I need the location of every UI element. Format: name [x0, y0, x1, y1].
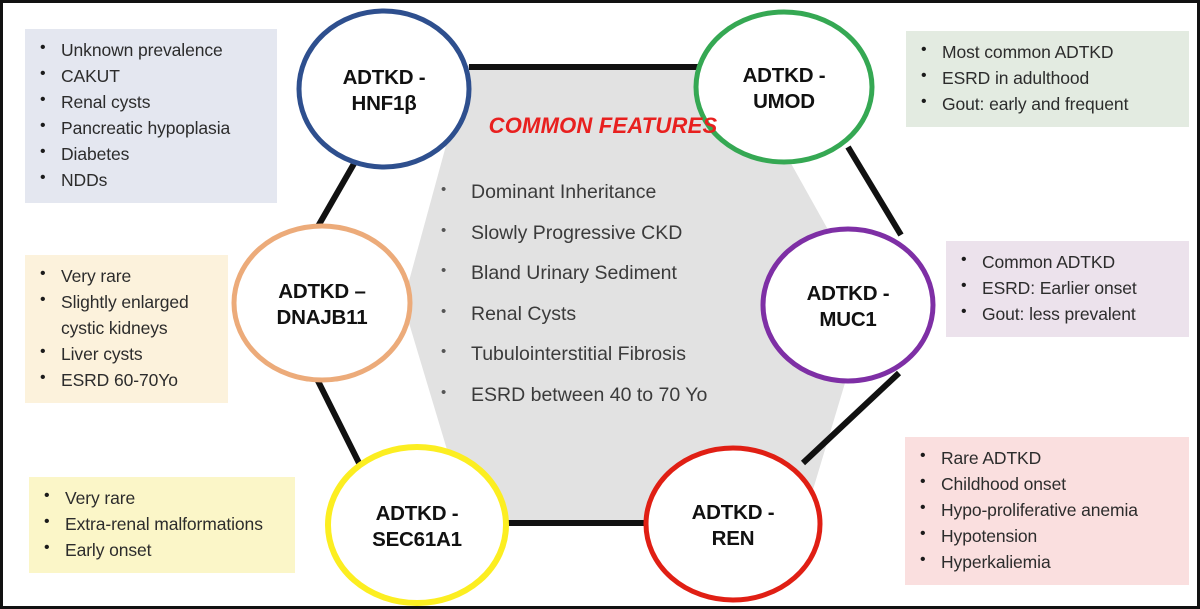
connector-sec61a1-dnajb11 [312, 373, 363, 467]
connector-muc1-ren [800, 370, 902, 466]
annotation-item-continuation: cystic kidneys [61, 318, 168, 339]
node-circle-umod [693, 9, 875, 165]
annotation-item: ESRD: Earlier onset [952, 275, 1179, 301]
annotation-item: Common ADTKD [952, 249, 1179, 275]
annotation-box-dnajb11: Very rare Slightly enlarged cystic kidne… [25, 255, 228, 404]
annotation-item: Unknown prevalence [31, 37, 267, 63]
annotation-box-umod: Most common ADTKD ESRD in adulthood Gout… [906, 31, 1189, 128]
annotation-item: Hypotension [911, 523, 1179, 549]
common-feature-item: Slowly Progressive CKD [433, 218, 763, 261]
annotation-list-ren: Rare ADTKD Childhood onset Hypo-prolifer… [911, 445, 1179, 575]
annotation-item: Very rare [31, 263, 218, 289]
common-feature-item: Tubulointerstitial Fibrosis [433, 339, 763, 382]
common-features-heading: COMMON FEATURES [488, 113, 718, 138]
node-circle-sec61a1 [325, 444, 509, 606]
annotation-list-dnajb11: Very rare Slightly enlarged cystic kidne… [31, 263, 218, 393]
annotation-item: Renal cysts [31, 89, 267, 115]
annotation-item: ESRD in adulthood [912, 65, 1179, 91]
annotation-item: Early onset [35, 537, 285, 563]
annotation-item: Hypo-proliferative anemia [911, 497, 1179, 523]
annotation-item: Rare ADTKD [911, 445, 1179, 471]
annotation-box-ren: Rare ADTKD Childhood onset Hypo-prolifer… [905, 437, 1189, 586]
common-features-list: Dominant Inheritance Slowly Progressive … [433, 177, 763, 423]
annotation-item: Most common ADTKD [912, 39, 1179, 65]
node-circle-muc1 [760, 226, 936, 384]
annotation-item: Diabetes [31, 141, 267, 167]
annotation-item: CAKUT [31, 63, 267, 89]
common-feature-item: ESRD between 40 to 70 Yo [433, 380, 763, 423]
annotation-item: NDDs [31, 167, 267, 193]
annotation-item: Childhood onset [911, 471, 1179, 497]
common-feature-item: Dominant Inheritance [433, 177, 763, 220]
annotation-item: Gout: less prevalent [952, 301, 1179, 327]
annotation-item: Liver cysts [31, 341, 218, 367]
annotation-item: ESRD 60-70Yo [31, 367, 218, 393]
annotation-item: Hyperkaliemia [911, 549, 1179, 575]
node-circle-ren [643, 445, 823, 603]
annotation-list-hnf1b: Unknown prevalence CAKUT Renal cysts Pan… [31, 37, 267, 193]
annotation-item: Very rare [35, 485, 285, 511]
annotation-list-umod: Most common ADTKD ESRD in adulthood Gout… [912, 39, 1179, 117]
annotation-box-muc1: Common ADTKD ESRD: Earlier onset Gout: l… [946, 241, 1189, 338]
annotation-box-hnf1b: Unknown prevalence CAKUT Renal cysts Pan… [25, 29, 277, 204]
annotation-item: Gout: early and frequent [912, 91, 1179, 117]
node-circle-dnajb11 [231, 223, 413, 383]
annotation-box-sec61a1: Very rare Extra-renal malformations Earl… [29, 477, 295, 574]
annotation-item: Slightly enlarged [31, 289, 218, 315]
connector-umod-muc1 [845, 145, 904, 237]
annotation-item: Pancreatic hypoplasia [31, 115, 267, 141]
annotation-list-muc1: Common ADTKD ESRD: Earlier onset Gout: l… [952, 249, 1179, 327]
common-feature-item: Bland Urinary Sediment [433, 258, 763, 301]
annotation-item: Extra-renal malformations [35, 511, 285, 537]
common-feature-item: Renal Cysts [433, 299, 763, 342]
node-circle-hnf1b [296, 8, 472, 170]
annotation-list-sec61a1: Very rare Extra-renal malformations Earl… [35, 485, 285, 563]
